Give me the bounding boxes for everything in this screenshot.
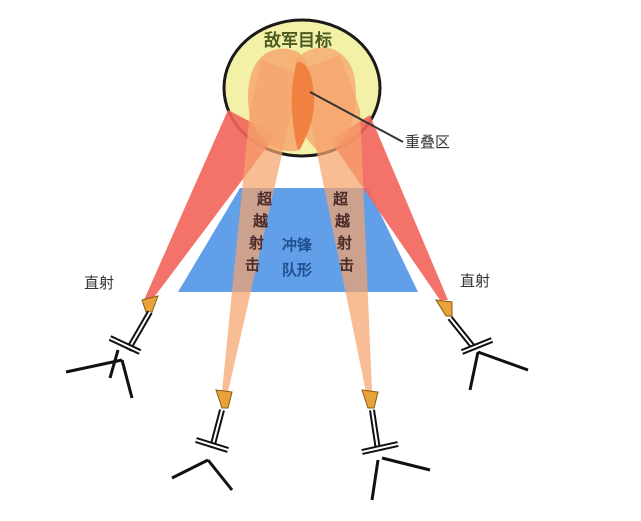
formation-label-line1: 冲锋	[282, 236, 313, 254]
machine-gun-icon-right-overhead	[361, 389, 431, 501]
overhead-fire-label-left-3: 射	[248, 234, 264, 252]
overhead-fire-label-right-3: 射	[336, 234, 352, 252]
overhead-fire-label-left-4: 击	[245, 256, 260, 274]
machine-gun-icon-left-direct	[65, 295, 159, 399]
overlap-zone-label: 重叠区	[405, 133, 450, 151]
direct-fire-beam-left	[144, 110, 276, 300]
overhead-fire-label-right-1: 超	[332, 190, 349, 208]
machine-gun-icon-right-direct	[435, 299, 529, 391]
machine-gun-icon-left-overhead	[171, 389, 234, 491]
overhead-fire-label-left-2: 越	[252, 212, 269, 230]
overhead-fire-label-right-4: 击	[339, 256, 354, 274]
overhead-fire-label-right-2: 越	[334, 212, 351, 230]
direct-fire-label-left: 直射	[84, 274, 114, 292]
enemy-target-label: 敌军目标	[264, 30, 332, 51]
overlap-leader-line	[309, 91, 404, 143]
overlap-zone	[291, 61, 315, 150]
overhead-fire-label-left-1: 超	[256, 190, 273, 208]
formation-label-line2: 队形	[282, 261, 312, 279]
direct-fire-label-right: 直射	[460, 272, 490, 290]
